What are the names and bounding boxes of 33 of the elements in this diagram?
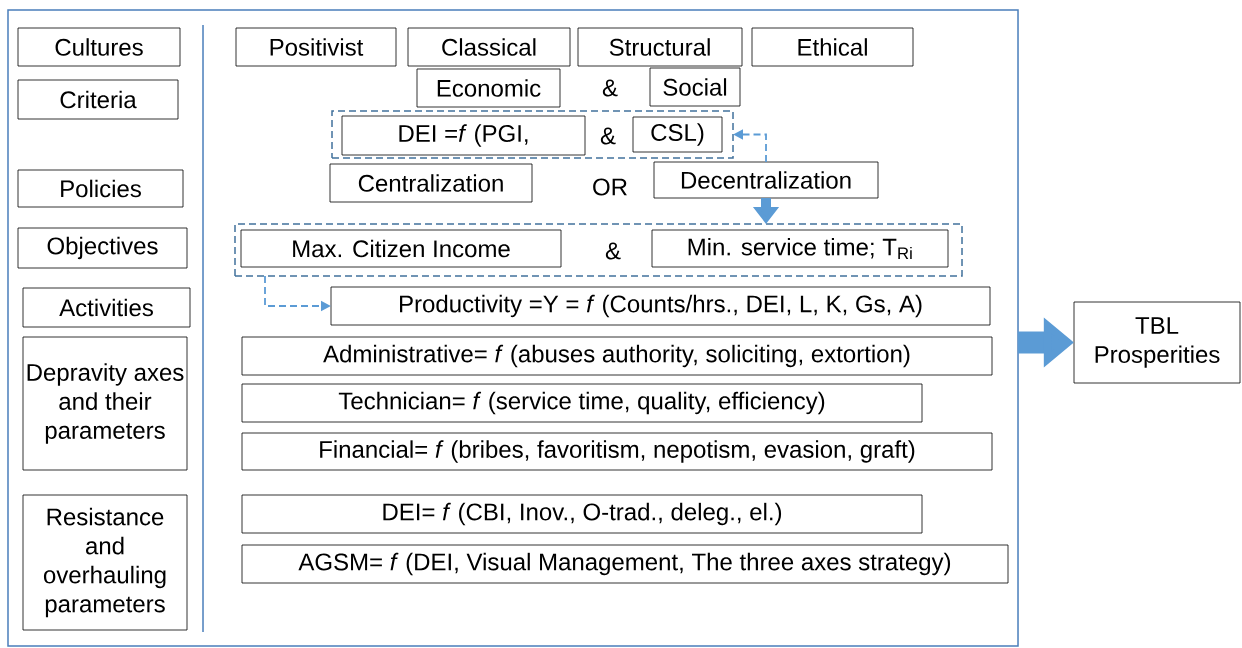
text-box: Structural <box>577 27 743 67</box>
operator-label: & <box>602 79 618 97</box>
text-box: Centralization <box>329 163 533 203</box>
text-box: Decentralization <box>653 161 879 199</box>
text-box: Economic <box>416 68 561 108</box>
dashed-group-box <box>331 110 734 159</box>
text-box: Productivity =Y = f (Counts/hrs., DEI, L, K, Gs, A) <box>330 286 991 326</box>
text-box: Ethical <box>751 27 914 67</box>
text-box: Activities <box>22 287 191 328</box>
text-box: Social <box>649 67 741 107</box>
text-box: Administrative= f (abuses authority, soliciting, extortion) <box>241 336 993 376</box>
operator-label: & <box>605 242 621 260</box>
text-box: Policies <box>17 169 184 208</box>
text-box: AGSM= f (DEI, Visual Management, The three axes strategy) <box>241 544 1009 584</box>
text-box: DEI =f (PGI, <box>341 115 586 156</box>
text-box: Depravity axes and their parameters <box>22 336 188 471</box>
text-box: Max. Citizen Income <box>240 229 562 268</box>
text-box: Min. service time; T$_{Ri}$ <box>651 229 949 268</box>
text-box: Technician= f (service time, quality, efficiency) <box>241 383 923 423</box>
frame <box>7 9 1019 647</box>
text-box: TBL Prosperities <box>1073 301 1241 384</box>
text-box: Classical <box>407 27 571 67</box>
text-box: Objectives <box>17 227 188 269</box>
operator-label: & <box>600 127 616 145</box>
text-box: Positivist <box>235 27 397 67</box>
dashed-group-box <box>234 223 963 277</box>
text-box: CSL) <box>632 116 723 153</box>
text-box: Cultures <box>17 27 181 67</box>
text-box: DEI= f (CBI, Inov., O-trad., deleg., el.) <box>241 494 923 534</box>
text-box: Financial= f (bribes, favoritism, nepotism, evasion, graft) <box>241 432 993 471</box>
operator-label: OR <box>593 178 627 196</box>
text-box: Criteria <box>17 79 179 120</box>
text-box: Resistance and overhauling parameters <box>22 494 188 631</box>
